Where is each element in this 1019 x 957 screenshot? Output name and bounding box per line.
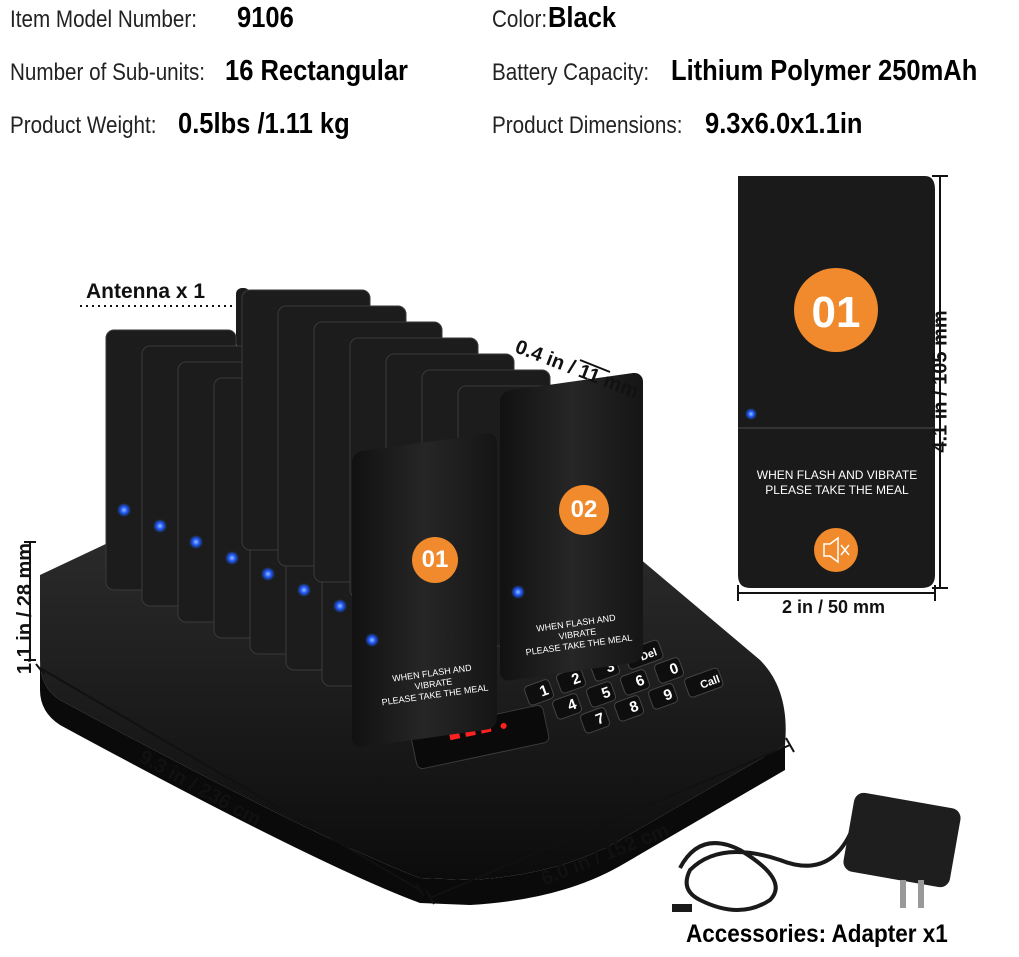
spec-label: Product Weight: (10, 112, 157, 139)
led-blue (261, 567, 275, 581)
spec-weight: Product Weight: 0.5lbs /1.11 kg (10, 108, 373, 141)
accessories-label: Accessories: Adapter x1 (686, 920, 948, 948)
keypad-key-8[interactable]: 8 (613, 694, 645, 722)
keypad-key-0[interactable]: 0 (653, 656, 685, 684)
pager-width-label: 2 in / 50 mm (782, 597, 886, 617)
led-blue (189, 535, 203, 549)
pager-message: WHEN FLASH AND VIBRATE PLEASE TAKE THE M… (756, 468, 918, 497)
spec-color: Color: Black (492, 2, 625, 35)
spec-label: Color: (492, 6, 548, 33)
led-blue (365, 633, 379, 647)
led-blue (745, 408, 757, 420)
led-blue (225, 551, 239, 565)
spec-label: Item Model Number: (10, 6, 197, 33)
badge-01 (794, 268, 878, 352)
keypad-key-2[interactable]: 2 (555, 666, 587, 694)
keypad-key-7[interactable]: 7 (579, 706, 611, 734)
spec-label: Number of Sub-units: (10, 59, 206, 86)
spec-value: 9106 (237, 2, 295, 34)
spec-value: 9.3x6.0x1.1in (705, 108, 863, 140)
led-blue (511, 585, 525, 599)
pager-detail (738, 176, 935, 588)
badge-01-label: 01 (412, 537, 458, 583)
spec-label: Product Dimensions: (492, 112, 683, 139)
mute-icon (814, 528, 858, 572)
spec-value: 16 Rectangular (224, 55, 408, 87)
badge-detail-label: 01 (811, 288, 861, 337)
pager-front-01 (352, 433, 497, 748)
spec-value: Lithium Polymer 250mAh (670, 55, 978, 87)
led-blue (333, 599, 347, 613)
led-blue (297, 583, 311, 597)
keypad-key-label: Del (639, 646, 659, 663)
spec-value: Black (548, 2, 617, 34)
keypad-key-9[interactable]: 9 (647, 682, 679, 710)
keypad-key-6[interactable]: 6 (619, 668, 651, 696)
keypad-key-call[interactable]: Call (683, 667, 724, 698)
antenna-label: Antenna x 1 (86, 280, 206, 303)
spec-sub-units: Number of Sub-units: 16 Rectangular (10, 55, 433, 88)
spec-item-model: Item Model Number: 9106 (10, 2, 302, 35)
adapter-icon (672, 792, 961, 912)
keypad-key-1[interactable]: 1 (523, 678, 555, 706)
spec-dimensions: Product Dimensions: 9.3x6.0x1.1in (492, 108, 884, 141)
spec-value: 0.5lbs /1.11 kg (178, 108, 350, 140)
led-blue (153, 519, 167, 533)
badge-02-label: 02 (559, 485, 609, 535)
base-height-label: 1.1 in / 28 mm (14, 542, 37, 675)
dimension-lines (24, 175, 948, 905)
spec-battery: Battery Capacity: Lithium Polymer 250mAh (492, 55, 1019, 88)
keypad-key-5[interactable]: 5 (585, 680, 617, 708)
keypad-key-4[interactable]: 4 (551, 692, 583, 720)
spec-label: Battery Capacity: (492, 59, 650, 86)
led-blue (117, 503, 131, 517)
pager-height-label: 4.1 in / 105 mm (929, 310, 952, 453)
